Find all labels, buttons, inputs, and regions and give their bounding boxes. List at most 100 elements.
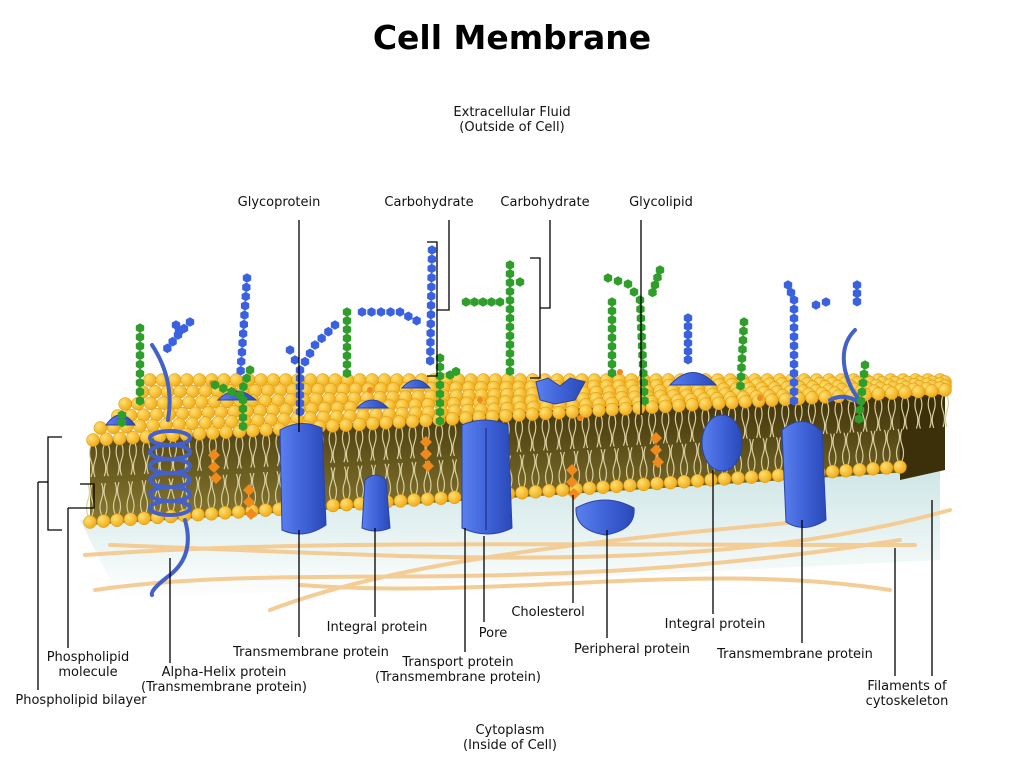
sugar-bead (135, 332, 145, 342)
phospholipid-head (677, 474, 691, 489)
sugar-bead (607, 368, 617, 378)
sugar-bead (241, 291, 250, 302)
phospholipid-tail (821, 401, 830, 435)
sugar-bead (737, 362, 746, 373)
sugar-bead (295, 390, 305, 400)
sugar-bead (237, 356, 246, 367)
sugar-bead (683, 321, 693, 332)
sugar-bead (789, 331, 799, 342)
phospholipid-tail (767, 404, 776, 438)
sugar-bead (639, 377, 648, 388)
sugar-bead (239, 381, 248, 392)
sugar-bead (242, 282, 251, 293)
phospholipid-head (325, 419, 340, 433)
sugar-bead (852, 280, 862, 290)
phospholipid-tail (927, 395, 936, 429)
phospholipid-tail (222, 436, 231, 470)
sugar-bead (505, 313, 515, 323)
integral-protein-2 (701, 414, 743, 472)
phospholipid-tail (621, 413, 630, 447)
sugar-bead (487, 297, 496, 307)
sugar-bead (789, 341, 799, 351)
sugar-bead (426, 337, 435, 348)
sugar-bead (629, 287, 639, 297)
sugar-bead (505, 357, 515, 368)
sugar-bead (342, 333, 352, 344)
label-integral-protein-2: Integral protein (664, 617, 766, 632)
phospholipid-head (218, 506, 232, 520)
sugar-bead (135, 323, 145, 333)
phospholipid-head (393, 494, 408, 508)
sugar-bead (655, 265, 665, 275)
sugar-bead (623, 279, 633, 289)
sugar-bead (238, 412, 248, 423)
sugar-bead (435, 407, 445, 417)
sugar-bead (426, 319, 435, 329)
phospholipid-tail (341, 429, 350, 463)
phospholipid-head (112, 431, 127, 446)
phospholipid-head (96, 514, 111, 528)
phospholipid-tail (554, 417, 563, 450)
phospholipid-tail (261, 471, 270, 505)
phospholipid-tail (262, 434, 271, 468)
phospholipid-tail (381, 427, 390, 461)
phospholipid-head (525, 407, 540, 421)
phospholipid-head (123, 512, 138, 527)
sugar-bead (412, 315, 421, 326)
sugar-bead (135, 359, 145, 370)
phospholipid-head (407, 493, 421, 507)
sugar-bead (505, 348, 515, 359)
sugar-bead (505, 269, 515, 279)
phospholipid-head (893, 460, 907, 474)
sugar-bead (738, 344, 747, 355)
phospholipid-tail (847, 400, 856, 433)
phospholipid-head (645, 400, 659, 414)
phospholipid-head (765, 393, 779, 407)
phospholipid-head (623, 478, 637, 493)
phospholipid-head (658, 399, 673, 414)
phospholipid-tail (448, 423, 457, 457)
phospholipid-tail (102, 443, 111, 477)
sugar-bead (789, 386, 799, 397)
sugar-bead (295, 365, 305, 375)
sugar-bead (236, 365, 245, 376)
label-cholesterol: Cholesterol (511, 605, 585, 620)
sugar-bead (451, 366, 461, 377)
sugar-bead (855, 405, 865, 415)
sugar-bead (470, 297, 479, 307)
sugar-bead (650, 280, 660, 290)
sugar-bead (852, 288, 862, 299)
phospholipid-head (618, 402, 633, 416)
sugar-bead (736, 371, 746, 382)
phospholipid-head (738, 394, 753, 409)
phospholipid-tail (661, 411, 670, 444)
sugar-bead (736, 381, 745, 391)
sugar-bead (174, 326, 184, 337)
phospholipid-head (542, 484, 556, 498)
sugar-bead (683, 346, 693, 357)
label-glycolipid: Glycolipid (629, 195, 693, 210)
phospholipid-head (392, 415, 406, 429)
sugar-bead (357, 307, 367, 317)
sugar-bead (427, 263, 436, 274)
phospholipid-head (93, 421, 108, 435)
phospholipid-head (605, 402, 619, 417)
phospholipid-tail (882, 429, 891, 463)
label-phospholipid-bilayer: Phospholipid bilayer (15, 693, 147, 708)
sugar-bead (653, 272, 662, 283)
phospholipid-tail (207, 475, 216, 509)
phospholipid-head (445, 412, 460, 426)
label-extracellular-fluid: Extracellular Fluid(Outside of Cell) (453, 105, 571, 135)
sugar-bead (426, 346, 435, 357)
sugar-bead (607, 359, 617, 369)
phospholipid-tail (531, 453, 540, 487)
phospholipid-tail (166, 478, 176, 511)
phospholipid-head (609, 479, 624, 494)
phospholipid-tail (834, 401, 843, 434)
phospholipid-head (771, 468, 786, 483)
sugar-bead (342, 359, 352, 370)
sugar-bead (238, 403, 248, 414)
sugar-bead (821, 297, 831, 307)
phospholipid-head (717, 472, 732, 486)
